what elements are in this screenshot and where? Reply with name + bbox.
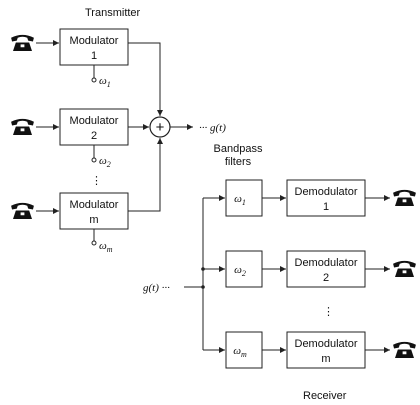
transmitter-output-label: ··· g(t) (199, 122, 226, 134)
telephone-icon (11, 34, 34, 52)
telephone-icon (11, 202, 34, 220)
carrier-freq-label: ω2 (99, 155, 111, 169)
filter-freq-label: ωm (233, 345, 247, 359)
receiver-title: Receiver (303, 390, 347, 402)
bandpass-filter: ω2 (225, 250, 263, 288)
bandpass-filters-title: filters (225, 156, 252, 168)
telephone-icon (393, 189, 416, 207)
modulator-label: Modulator (70, 35, 119, 47)
modulator-label: Modulator (70, 115, 119, 127)
demodulator-number: m (321, 353, 330, 365)
demodulator-label: Demodulator (295, 338, 358, 350)
telephone-icon (393, 341, 416, 359)
bandpass-filter: ωm (225, 331, 263, 369)
modulator-block: Modulator 2 (59, 108, 129, 146)
modulator-number: 1 (91, 50, 97, 62)
demodulator-label: Demodulator (295, 186, 358, 198)
demodulator-number: 2 (323, 272, 329, 284)
demodulator-block: Demodulator 1 (286, 179, 366, 217)
transmitter-title: Transmitter (85, 7, 141, 19)
summer-symbol: + (156, 119, 165, 136)
modulator-number: m (89, 214, 98, 226)
summing-junction: + (149, 116, 171, 138)
filter-freq-label: ω1 (234, 193, 246, 207)
telephone-icon (393, 260, 416, 278)
ellipsis: ⋮ (323, 306, 334, 318)
modulator-block: Modulator m (59, 192, 129, 230)
modulator-number: 2 (91, 130, 97, 142)
modulator-block: Modulator 1 (59, 28, 129, 66)
ellipsis: ⋮ (91, 175, 102, 187)
demodulator-block: Demodulator m (286, 331, 366, 369)
receiver-input-label: g(t) ··· (143, 282, 170, 294)
filter-freq-label: ω2 (234, 264, 246, 278)
demodulator-block: Demodulator 2 (286, 250, 366, 288)
carrier-freq-label: ωm (99, 240, 113, 254)
demodulator-label: Demodulator (295, 257, 358, 269)
telephone-icon (11, 118, 34, 136)
demodulator-number: 1 (323, 201, 329, 213)
bandpass-filter: ω1 (225, 179, 263, 217)
carrier-freq-label: ω1 (99, 75, 111, 89)
modulator-label: Modulator (70, 199, 119, 211)
bandpass-filters-title: Bandpass (214, 143, 263, 155)
